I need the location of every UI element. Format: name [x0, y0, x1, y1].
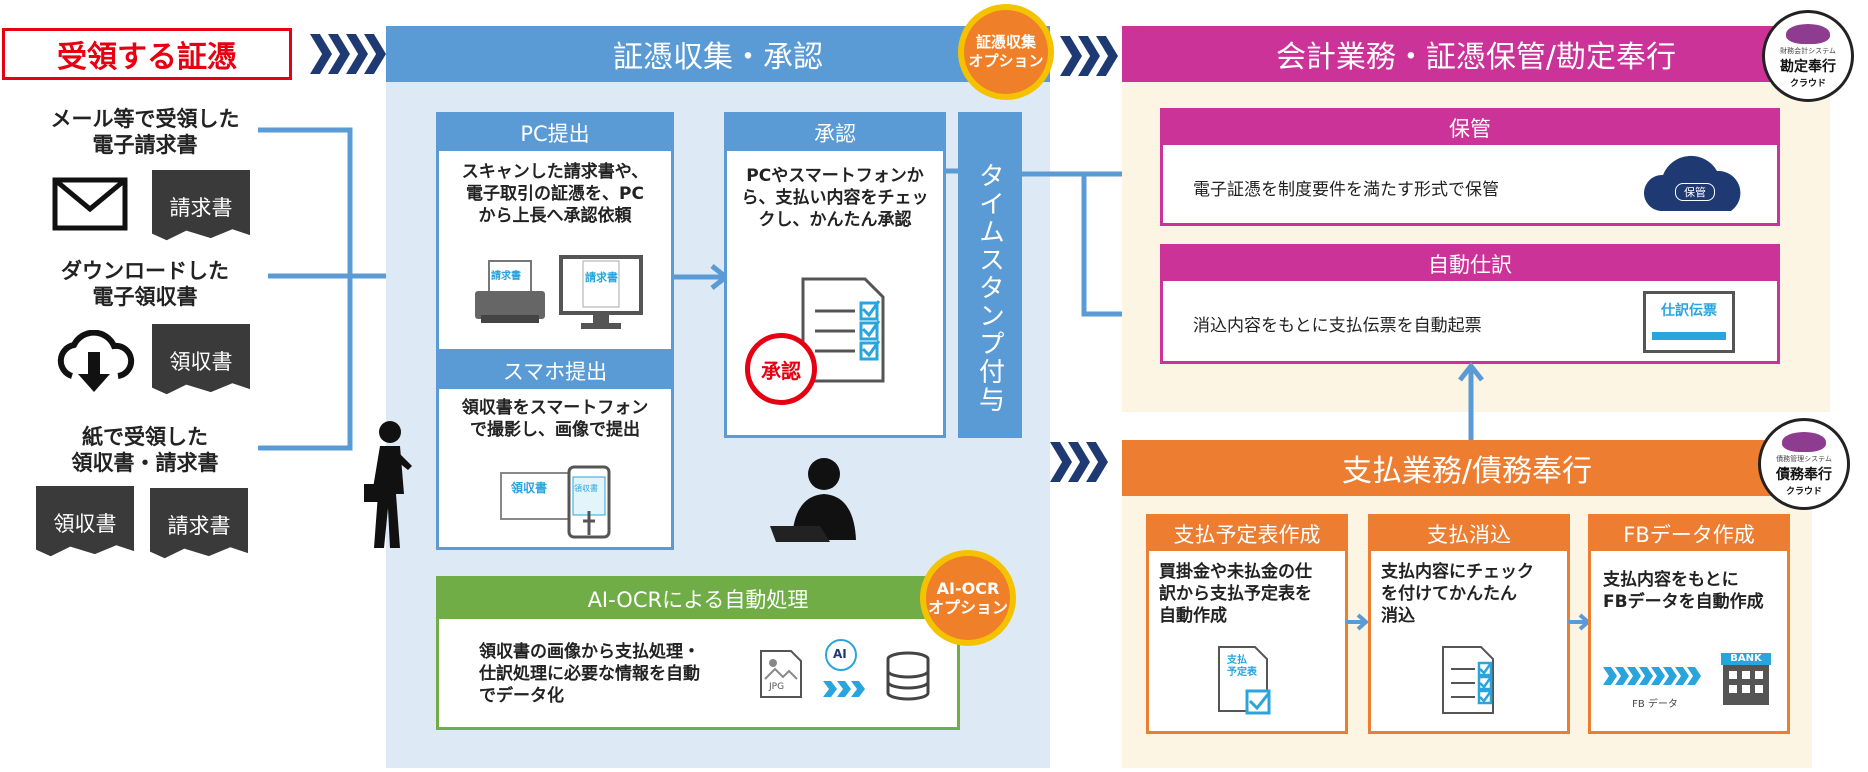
receipt-photo-icon: 領収書 領収書	[499, 465, 619, 543]
auto-journal-card: 自動仕訳 消込内容をもとに支払伝票を自動起票 仕訳伝票	[1160, 244, 1780, 364]
payment-section-header: 支払業務/債務奉行	[1122, 440, 1812, 496]
timestamp-bar: タイムスタンプ付与	[958, 112, 1022, 438]
accounting-section-header: 会計業務・証憑保管/勘定奉行	[1122, 26, 1830, 82]
plan-to-clear-arrow	[1346, 613, 1370, 631]
approve-title: 承認	[727, 115, 943, 151]
fb-data-arrows-icon: FB データ	[1603, 665, 1707, 710]
ai-ocr-title: AI-OCRによる自動処理	[439, 579, 957, 619]
walking-person-icon	[360, 418, 420, 552]
monitor-icon: 請求書	[559, 255, 643, 331]
invoice-doc-icon: 請求書	[152, 170, 250, 241]
payment-clear-text: 支払内容にチェック を付けてかんたん 消込	[1381, 562, 1534, 626]
storage-cloud-icon: 保管	[1641, 153, 1749, 215]
storage-title: 保管	[1163, 111, 1777, 145]
fb-data-title: FBデータ作成	[1591, 517, 1787, 551]
envelope-icon	[52, 177, 128, 231]
payment-clear-title: 支払消込	[1371, 517, 1567, 551]
check-list-icon	[1441, 645, 1499, 717]
cloud-download-icon	[52, 329, 136, 396]
collect-option-badge: 証憑収集 オプション	[958, 4, 1054, 100]
smartphone-submission-card: スマホ提出 領収書をスマートフォン で撮影し、画像で提出 領収書 領収書	[436, 350, 674, 550]
collect-section-header: 証憑収集・承認	[386, 26, 1050, 82]
database-icon	[885, 651, 931, 701]
approval-stamp: 承認	[745, 333, 817, 405]
office-worker-icon	[770, 452, 878, 546]
download-title: ダウンロードした 電子領収書	[61, 259, 229, 309]
chevron-to-accounting-icon	[1060, 36, 1118, 76]
approve-card: 承認 PCやスマートフォンか ら、支払い内容をチェッ クし、かんたん承認 承認	[724, 112, 946, 438]
payment-clear-card: 支払消込 支払内容にチェック を付けてかんたん 消込	[1368, 514, 1570, 734]
pc-submission-title: PC提出	[439, 115, 671, 151]
fb-data-card: FBデータ作成 支払内容をもとに FBデータを自動作成 FB データ BANK	[1588, 514, 1790, 734]
payment-plan-text: 買掛金や未払金の仕 訳から支払予定表を 自動作成	[1159, 562, 1312, 626]
ai-ocr-option-badge: AI-OCR オプション	[920, 550, 1016, 646]
scanner-icon: 請求書	[473, 257, 547, 327]
ai-ocr-text: 領収書の画像から支払処理・ 仕訳処理に必要な情報を自動 でデータ化	[479, 642, 700, 706]
chevron-to-payment-icon	[1050, 442, 1108, 482]
auto-journal-text: 消込内容をもとに支払伝票を自動起票	[1193, 316, 1482, 336]
smartphone-submission-title: スマホ提出	[439, 353, 671, 389]
payment-schedule-icon: 支払 予定表	[1217, 645, 1273, 715]
journal-slip-icon: 仕訳伝票	[1643, 291, 1735, 353]
chevron-arrow-icon	[310, 34, 386, 74]
paper-title: 紙で受領した 領収書・請求書	[71, 425, 219, 475]
storage-text: 電子証憑を制度要件を満たす形式で保管	[1193, 180, 1499, 200]
fb-data-text: 支払内容をもとに FBデータを自動作成	[1603, 570, 1764, 612]
payment-plan-card: 支払予定表作成 買掛金や未払金の仕 訳から支払予定表を 自動作成 支払 予定表	[1146, 514, 1348, 734]
ai-ocr-card: AI-OCRによる自動処理 領収書の画像から支払処理・ 仕訳処理に必要な情報を自…	[436, 576, 960, 730]
kanjo-bugyo-logo: 財務会計システム 勘定奉行 クラウド	[1762, 10, 1854, 102]
smartphone-submission-text: 領収書をスマートフォン で撮影し、画像で提出	[461, 398, 649, 440]
paper-invoice-doc-icon: 請求書	[150, 488, 248, 559]
bank-icon: BANK	[1721, 653, 1771, 707]
jpg-file-icon: JPG	[759, 649, 803, 699]
pc-to-approve-arrow	[674, 264, 730, 290]
storage-card: 保管 電子証憑を制度要件を満たす形式で保管 保管	[1160, 108, 1780, 226]
email-title: メール等で受領した 電子請求書	[50, 107, 240, 157]
ai-processing-icon: AI	[819, 637, 879, 697]
payment-plan-title: 支払予定表作成	[1149, 517, 1345, 551]
auto-journal-title: 自動仕訳	[1163, 247, 1777, 281]
timestamp-label: タイムスタンプ付与	[974, 162, 1005, 414]
pc-submission-card: PC提出 スキャンした請求書や、 電子取引の証憑を、PC から上長へ承認依頼 請…	[436, 112, 674, 352]
approve-to-timestamp-line	[946, 168, 960, 174]
paper-receipt-doc-icon: 領収書	[36, 486, 134, 557]
pc-submission-text: スキャンした請求書や、 電子取引の証憑を、PC から上長へ承認依頼	[461, 162, 649, 226]
receipt-doc-icon: 領収書	[152, 324, 250, 395]
approve-text: PCやスマートフォンか ら、支払い内容をチェッ クし、かんたん承認	[741, 166, 929, 230]
received-docs-title: 受領する証憑	[2, 28, 292, 80]
saimu-bugyo-logo: 債務管理システム 債務奉行 クラウド	[1758, 418, 1850, 510]
